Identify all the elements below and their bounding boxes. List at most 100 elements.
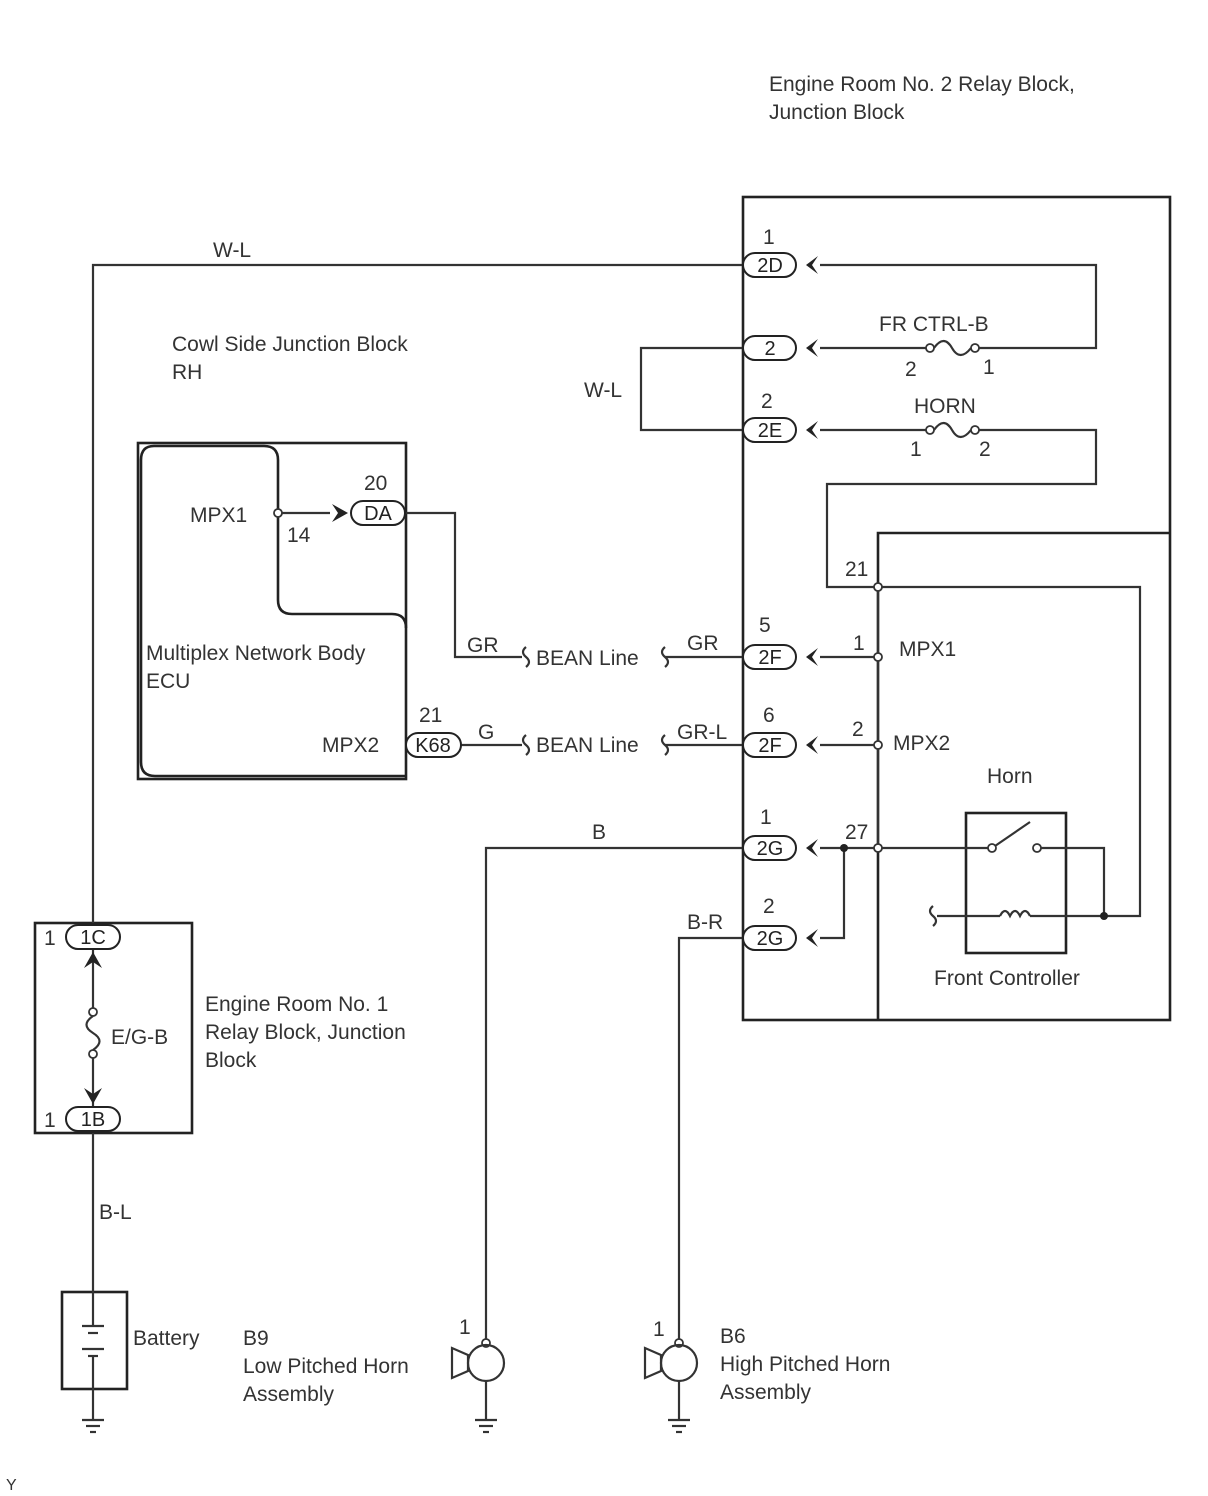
- pin-da: 20: [364, 472, 387, 495]
- connector-2g-upper: 2G: [742, 835, 797, 861]
- ecu-mpx1-label: MPX1: [190, 504, 247, 527]
- svg-text:DA: DA: [364, 503, 392, 525]
- speaker-icon-low-horn: [450, 1338, 506, 1383]
- ecu-mpx2-label: MPX2: [322, 734, 379, 757]
- arrow-1b: [84, 1088, 102, 1104]
- battery-symbol: [82, 1324, 104, 1358]
- svg-text:2D: 2D: [757, 255, 783, 277]
- fc-terminal-21: [873, 582, 883, 592]
- wire-2d-fr: [820, 263, 1098, 350]
- pin-k68: 21: [419, 704, 442, 727]
- svg-text:2G: 2G: [757, 838, 784, 860]
- pin-fc-21: 21: [845, 558, 868, 581]
- connector-2g-lower: 2G: [742, 925, 797, 951]
- battery-box: [60, 1290, 129, 1391]
- connector-k68: K68: [405, 732, 462, 758]
- cowl-block-outline: [136, 441, 408, 781]
- wire-relay-right: [1040, 846, 1106, 916]
- pin-2f-upper: 5: [759, 614, 771, 637]
- low-horn-label-line2: Low Pitched Horn: [243, 1355, 409, 1378]
- splice-2g: [840, 844, 848, 852]
- wire-wl-top: [91, 263, 743, 923]
- high-horn-label-line3: Assembly: [720, 1381, 812, 1404]
- wire-horn-21: [825, 428, 1098, 589]
- ground-icon-high-horn: [668, 1382, 690, 1434]
- fuse-eg-label: E/G-B: [111, 1026, 168, 1049]
- pin-2f-lower: 6: [763, 704, 775, 727]
- fuse-eg-b: [85, 1007, 101, 1059]
- fc-terminal-mpx2: [873, 740, 883, 750]
- arrow-da: [332, 504, 348, 522]
- break-bean-2-right: [660, 734, 670, 756]
- pin-2d: 1: [763, 226, 775, 249]
- horn-relay-coil: [999, 909, 1031, 919]
- fuse-horn: [925, 421, 980, 439]
- pin-fc-mpx1: 1: [853, 632, 865, 655]
- pin-high-horn: 1: [653, 1318, 665, 1341]
- svg-text:1C: 1C: [80, 927, 106, 949]
- arrow-2d: [806, 256, 818, 274]
- svg-text:2G: 2G: [757, 928, 784, 950]
- low-horn-label-line1: B9: [243, 1327, 269, 1350]
- er2-block-outline: [741, 195, 1172, 1022]
- break-coil: [928, 905, 938, 927]
- wire-gr-left: [406, 511, 522, 659]
- splice-relay: [1100, 912, 1108, 920]
- horn-relay-box: [964, 811, 1068, 955]
- er1-block-outline: [33, 921, 194, 1135]
- connector-2d: 2D: [742, 252, 797, 278]
- horn-relay-label: Horn: [987, 765, 1033, 788]
- wire-label-grl-right: GR-L: [677, 721, 727, 744]
- connector-da: DA: [350, 500, 406, 526]
- break-bean-2-left: [521, 734, 531, 756]
- pin-fr-2: 2: [905, 358, 917, 381]
- battery-label: Battery: [133, 1327, 200, 1350]
- arrow-1c: [84, 952, 102, 968]
- svg-text:2: 2: [764, 338, 775, 360]
- wire-label-gr-right: GR: [687, 632, 719, 655]
- connector-2f-upper: 2F: [742, 644, 797, 670]
- front-controller-outline: [876, 531, 1170, 1020]
- high-horn-label-line2: High Pitched Horn: [720, 1353, 890, 1376]
- pin-2g-lower: 2: [763, 895, 775, 918]
- arrow-2g-lower: [806, 929, 818, 947]
- wire-br: [677, 936, 743, 1343]
- arrow-2f-upper: [806, 648, 818, 666]
- svg-text:2F: 2F: [758, 647, 781, 669]
- wire-label-g-left: G: [478, 721, 494, 744]
- arrow-2f-lower: [806, 736, 818, 754]
- horn-relay-switch: [987, 821, 1042, 853]
- wire-label-gr-left: GR: [467, 634, 499, 657]
- wire-label-wl-top: W-L: [213, 239, 251, 262]
- low-horn-label-line3: Assembly: [243, 1383, 335, 1406]
- fc-mpx1-label: MPX1: [899, 638, 956, 661]
- wire-21-coil: [878, 585, 1142, 918]
- pin-14: 14: [287, 524, 311, 547]
- ecu-label-line2: ECU: [146, 670, 190, 693]
- svg-text:2E: 2E: [758, 420, 782, 442]
- cowl-label-line1: Cowl Side Junction Block: [172, 333, 408, 356]
- fc-mpx2-label: MPX2: [893, 732, 950, 755]
- high-horn-label-line1: B6: [720, 1325, 746, 1348]
- ecu-label-line1: Multiplex Network Body: [146, 642, 366, 665]
- fuse-horn-label: HORN: [914, 395, 976, 418]
- wire-label-bl: B-L: [99, 1201, 132, 1224]
- pin-low-horn: 1: [459, 1316, 471, 1339]
- wire-label-br: B-R: [687, 911, 723, 934]
- er2-label-line2: Junction Block: [769, 101, 905, 124]
- wire-2g-tap: [820, 848, 846, 940]
- er1-label-line3: Block: [205, 1049, 257, 1072]
- wire-label-b: B: [592, 821, 606, 844]
- arrow-2: [806, 339, 818, 357]
- speaker-icon-high-horn: [643, 1338, 699, 1383]
- pin-2g-upper: 1: [760, 806, 772, 829]
- er1-label-line2: Relay Block, Junction: [205, 1021, 406, 1044]
- er2-label-line1: Engine Room No. 2 Relay Block,: [769, 73, 1075, 96]
- wire-b: [484, 846, 743, 1343]
- bean-line-label-2: BEAN Line: [536, 734, 639, 757]
- pin-fr-1: 1: [983, 356, 995, 379]
- pin-horn-1: 1: [910, 438, 922, 461]
- pin-fc-27: 27: [845, 821, 868, 844]
- fuse-fr-ctrl-b: [925, 339, 980, 357]
